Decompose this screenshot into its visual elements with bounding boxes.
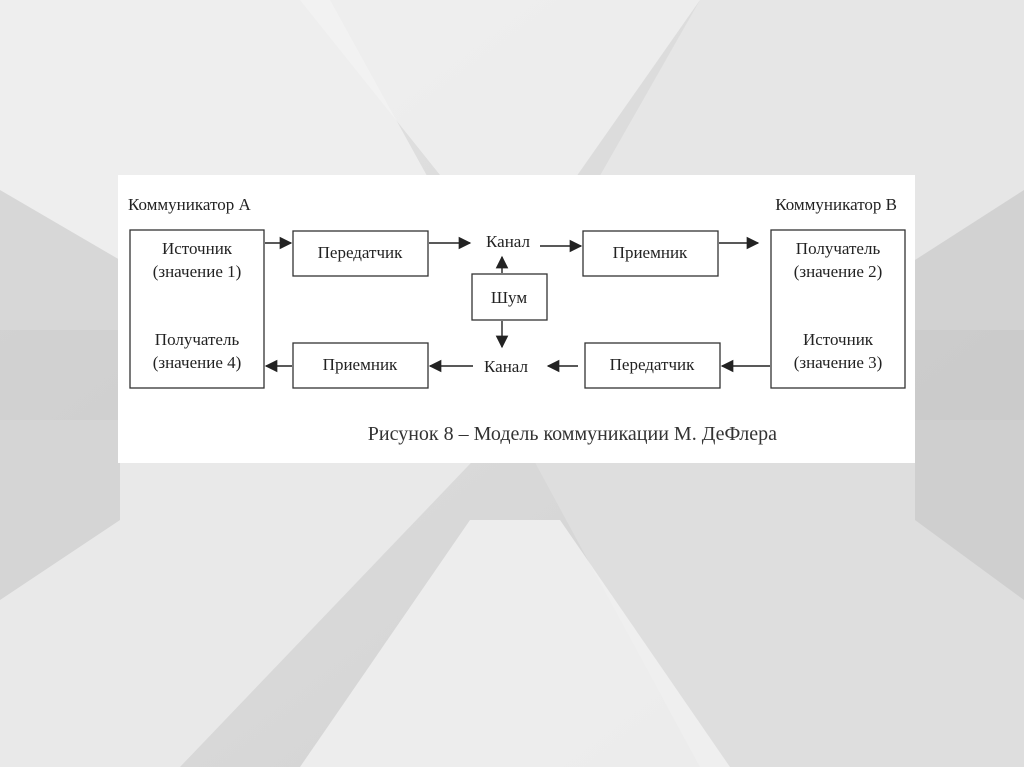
communicator-b-box — [770, 229, 906, 389]
channel-top-label: Канал — [486, 232, 530, 251]
receiver-4-label: Получатель — [155, 330, 240, 349]
communicator-a-box — [129, 229, 265, 389]
meaning-2-label: (значение 2) — [794, 262, 883, 281]
meaning-4-label: (значение 4) — [153, 353, 242, 372]
noise-label: Шум — [491, 288, 527, 307]
communicator-a-label: Коммуникатор А — [128, 195, 251, 214]
receiver-bottom-box — [292, 342, 429, 389]
source-1-label: Источник — [162, 239, 233, 258]
transmitter-bottom-label: Передатчик — [610, 355, 695, 374]
figure-card: Коммуникатор А Коммуникатор В Источник (… — [118, 175, 915, 463]
receiver-top-label: Приемник — [613, 243, 688, 262]
figure-caption: Рисунок 8 – Модель коммуникации М. ДеФле… — [368, 423, 777, 445]
defleur-model-diagram: Коммуникатор А Коммуникатор В Источник (… — [128, 195, 906, 445]
meaning-1-label: (значение 1) — [153, 262, 242, 281]
noise-box — [471, 273, 548, 321]
transmitter-top-box — [292, 230, 429, 277]
receiver-2-label: Получатель — [796, 239, 881, 258]
source-3-label: Источник — [803, 330, 874, 349]
meaning-3-label: (значение 3) — [794, 353, 883, 372]
receiver-bottom-label: Приемник — [323, 355, 398, 374]
transmitter-bottom-box — [584, 342, 721, 389]
communicator-b-label: Коммуникатор В — [775, 195, 897, 214]
channel-bottom-label: Канал — [484, 357, 528, 376]
transmitter-top-label: Передатчик — [318, 243, 403, 262]
receiver-top-box — [582, 230, 719, 277]
